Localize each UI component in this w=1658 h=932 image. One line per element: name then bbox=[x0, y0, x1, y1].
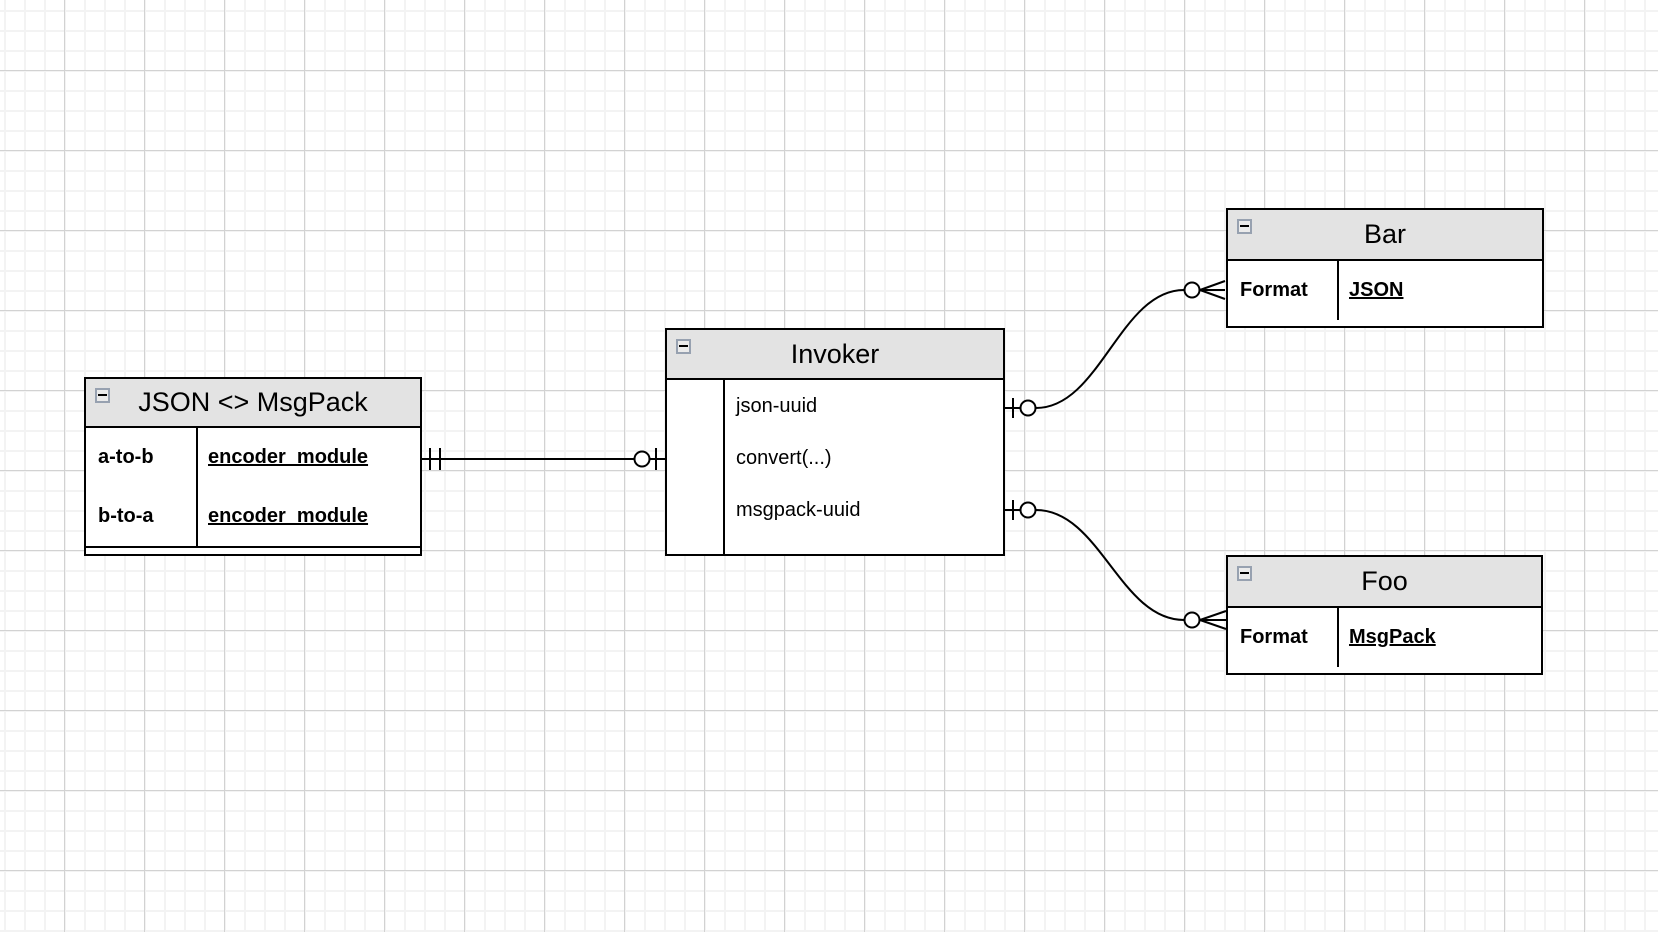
entity-title: Invoker bbox=[790, 338, 880, 369]
table-row[interactable]: json-uuid bbox=[725, 380, 1003, 432]
entity-invoker-header[interactable]: Invoker bbox=[667, 330, 1003, 380]
row-value-cell[interactable]: msgpack-uuid bbox=[736, 498, 861, 521]
entity-bar[interactable]: Bar Format JSON bbox=[1226, 208, 1544, 328]
cardinality-exactly-one-marker bbox=[429, 448, 441, 470]
table-row[interactable]: Format MsgPack bbox=[1228, 608, 1541, 667]
entity-foo[interactable]: Foo Format MsgPack bbox=[1226, 555, 1543, 675]
minus-icon bbox=[98, 394, 107, 396]
connector-line bbox=[1005, 509, 1185, 621]
entity-title: JSON <> MsgPack bbox=[138, 387, 368, 417]
row-key-cell[interactable]: Format bbox=[1228, 608, 1339, 667]
cardinality-zero-circle bbox=[1019, 399, 1037, 417]
row-value-cell[interactable]: convert(...) bbox=[736, 446, 832, 469]
entity-json-msgpack[interactable]: JSON <> MsgPack a-to-b encoder_module b-… bbox=[84, 377, 422, 556]
row-key-cell[interactable]: Format bbox=[1228, 261, 1339, 320]
entity-bar-header[interactable]: Bar bbox=[1228, 210, 1542, 261]
row-key-cell[interactable]: a-to-b bbox=[86, 428, 198, 487]
entity-foo-header[interactable]: Foo bbox=[1228, 557, 1541, 608]
table-row[interactable]: a-to-b encoder_module bbox=[86, 428, 420, 487]
relation-invoker-bar[interactable] bbox=[1005, 280, 1226, 418]
cardinality-zero-circle bbox=[1183, 281, 1201, 299]
entity-title: Bar bbox=[1363, 219, 1407, 249]
row-key-cell[interactable]: b-to-a bbox=[86, 487, 198, 546]
cardinality-zero-circle bbox=[1019, 501, 1037, 519]
relation-converter-invoker[interactable] bbox=[422, 448, 665, 470]
table-row[interactable]: Format JSON bbox=[1228, 261, 1542, 320]
minus-icon bbox=[1240, 225, 1249, 227]
connector-line bbox=[1005, 289, 1185, 409]
entity-rows: Format MsgPack bbox=[1228, 608, 1541, 667]
row-value-cell[interactable]: encoder_module bbox=[208, 505, 369, 527]
crows-foot-many-marker bbox=[1199, 610, 1227, 630]
row-value-cell[interactable]: MsgPack bbox=[1349, 626, 1436, 648]
entity-rows: a-to-b encoder_module b-to-a encoder_mod… bbox=[86, 428, 420, 548]
collapse-button[interactable] bbox=[676, 339, 691, 354]
entity-invoker[interactable]: Invoker json-uuid convert(...) msgpack-u… bbox=[665, 328, 1005, 556]
relation-invoker-foo[interactable] bbox=[1005, 500, 1227, 630]
collapse-button[interactable] bbox=[1237, 219, 1252, 234]
row-value-cell[interactable]: encoder_module bbox=[208, 446, 369, 468]
table-row[interactable]: convert(...) bbox=[725, 432, 1003, 484]
table-row[interactable]: b-to-a encoder_module bbox=[86, 487, 420, 546]
entity-json-msgpack-header[interactable]: JSON <> MsgPack bbox=[86, 379, 420, 428]
table-row[interactable]: msgpack-uuid bbox=[725, 484, 1003, 536]
cardinality-zero-circle bbox=[1183, 611, 1201, 629]
entity-rows: json-uuid convert(...) msgpack-uuid bbox=[667, 380, 1003, 554]
cardinality-zero-circle bbox=[633, 450, 651, 468]
collapse-button[interactable] bbox=[95, 388, 110, 403]
minus-icon bbox=[679, 345, 688, 347]
entity-rows: Format JSON bbox=[1228, 261, 1542, 320]
row-spacer-column bbox=[667, 380, 725, 554]
crows-foot-many-marker bbox=[1199, 280, 1226, 300]
entity-title: Foo bbox=[1361, 566, 1408, 596]
row-value-cell[interactable]: json-uuid bbox=[736, 394, 818, 417]
row-value-cell[interactable]: JSON bbox=[1349, 279, 1404, 301]
collapse-button[interactable] bbox=[1237, 566, 1252, 581]
minus-icon bbox=[1240, 572, 1249, 574]
